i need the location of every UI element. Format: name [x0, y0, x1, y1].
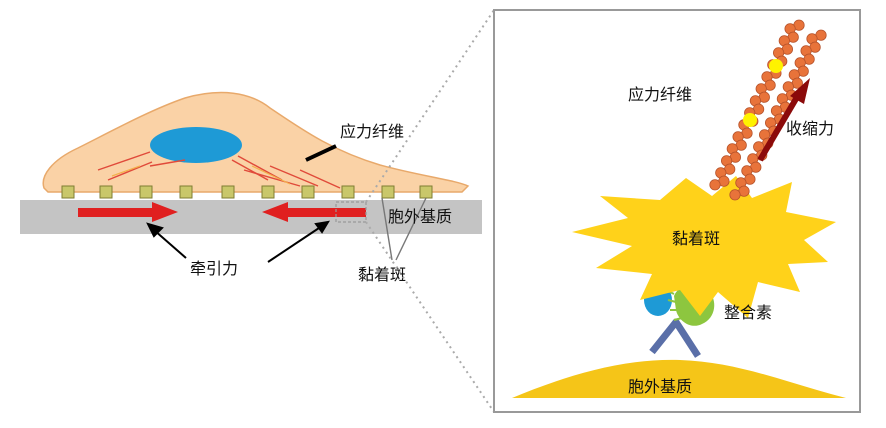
fiber-marker-2: [743, 113, 757, 127]
stress-fiber-chain-1: [709, 19, 805, 191]
label-contractile-force: 收缩力: [786, 119, 834, 138]
stress-fiber-pointer: [305, 144, 337, 162]
fiber-bead: [729, 189, 741, 201]
cell-body: [42, 91, 470, 193]
label-integrin: 整合素: [724, 303, 772, 322]
zoom-source-box: [335, 201, 367, 223]
focal-adhesion-burst: [572, 176, 836, 318]
label-focal-adhesion-right: 黏着斑: [672, 229, 720, 248]
fiber-marker-1: [769, 59, 783, 73]
label-stress-fiber-left: 应力纤维: [340, 122, 404, 141]
ecm-mound: [512, 359, 846, 398]
fiber-bead: [709, 179, 721, 191]
label-focal-adhesion-left: 黏着斑: [358, 265, 406, 284]
label-ecm-right: 胞外基质: [628, 377, 692, 396]
adhesion-squares: [61, 185, 433, 199]
traction-pointers: [146, 220, 330, 263]
contractile-arrow: [757, 78, 810, 162]
zoom-lines: [365, 9, 495, 413]
traction-arrow-right: [78, 202, 178, 222]
stress-fiber-highlights-left: [111, 165, 291, 185]
right-panel: 应力纤维 收缩力 黏着斑 整合素 胞外基质: [493, 9, 861, 413]
stress-fibers-left: [97, 151, 341, 189]
label-stress-fiber-right: 应力纤维: [628, 85, 692, 104]
traction-arrow-left: [262, 202, 366, 222]
label-traction-force: 牵引力: [190, 259, 238, 278]
label-ecm-left: 胞外基质: [388, 207, 452, 226]
left-panel: 应力纤维 胞外基质 牵引力 黏着斑: [20, 91, 482, 284]
focal-adhesion-pointers: [381, 197, 427, 261]
nucleus: [150, 127, 242, 163]
